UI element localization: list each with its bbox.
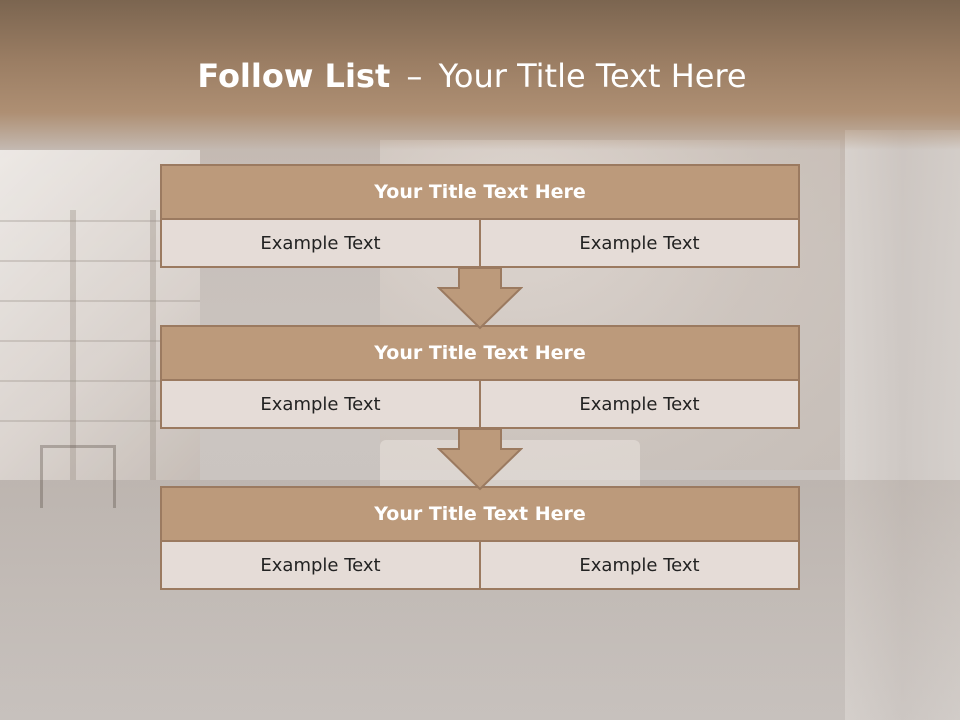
slide-title-rest: Your Title Text Here bbox=[438, 57, 747, 95]
block-title: Your Title Text Here bbox=[160, 325, 800, 381]
list-block-1: Your Title Text Here Example Text Exampl… bbox=[160, 164, 800, 268]
background-pillar bbox=[845, 130, 960, 720]
block-title: Your Title Text Here bbox=[160, 164, 800, 220]
list-block-2: Your Title Text Here Example Text Exampl… bbox=[160, 325, 800, 429]
slide-title-separator: – bbox=[406, 57, 423, 95]
block-row: Example Text Example Text bbox=[160, 540, 800, 590]
down-arrow-icon bbox=[437, 428, 523, 491]
list-block-3: Your Title Text Here Example Text Exampl… bbox=[160, 486, 800, 590]
block-cell-right: Example Text bbox=[479, 379, 800, 429]
block-row: Example Text Example Text bbox=[160, 218, 800, 268]
block-cell-left: Example Text bbox=[160, 218, 481, 268]
slide-title: Follow List – Your Title Text Here bbox=[0, 54, 944, 98]
background-chair bbox=[40, 445, 116, 508]
block-cell-left: Example Text bbox=[160, 540, 481, 590]
block-cell-left: Example Text bbox=[160, 379, 481, 429]
block-cell-right: Example Text bbox=[479, 540, 800, 590]
block-title: Your Title Text Here bbox=[160, 486, 800, 542]
header-band bbox=[0, 0, 960, 150]
block-cell-right: Example Text bbox=[479, 218, 800, 268]
block-row: Example Text Example Text bbox=[160, 379, 800, 429]
down-arrow-icon bbox=[437, 267, 523, 330]
slide-title-bold: Follow List bbox=[197, 57, 391, 95]
